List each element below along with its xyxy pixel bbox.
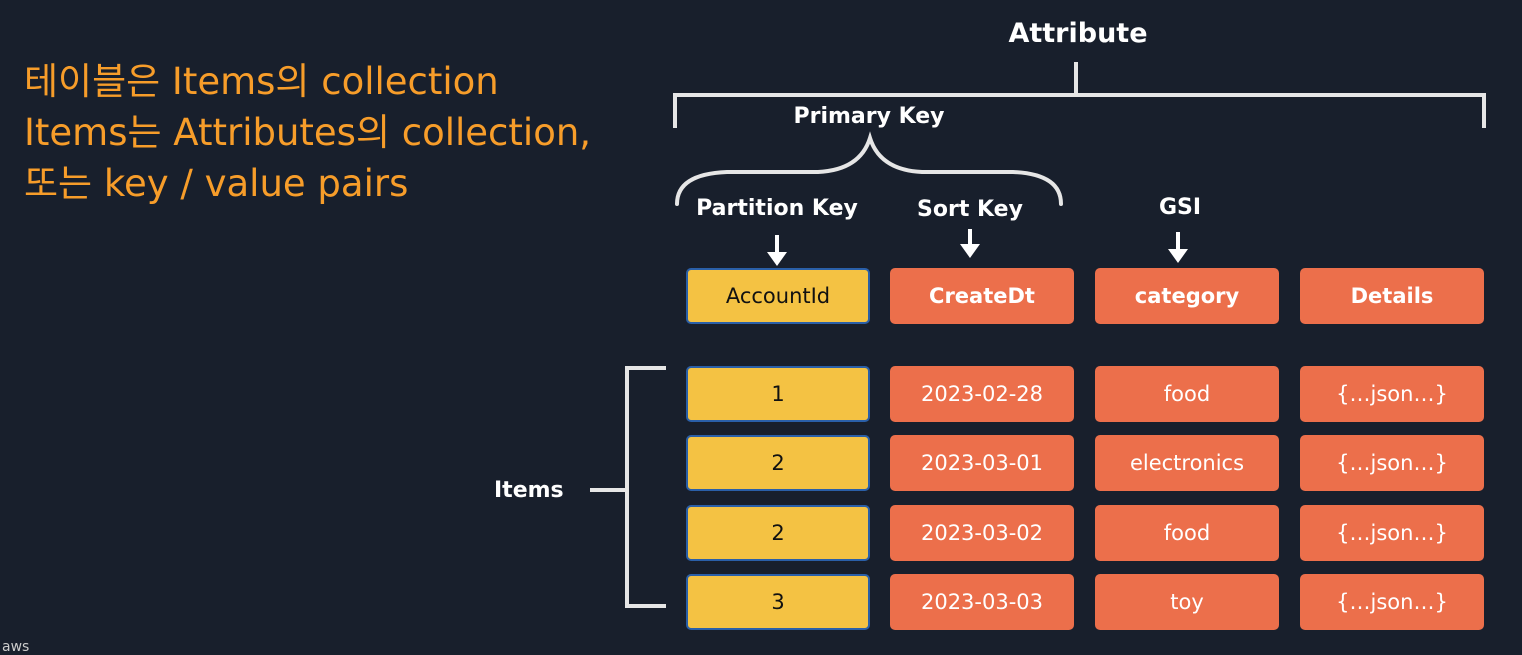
intro-line-2: Items는 Attributes의 collection, bbox=[24, 111, 592, 154]
item-cell-account-id: 1 bbox=[686, 366, 870, 422]
items-label: Items bbox=[494, 478, 564, 503]
column-header-category: category bbox=[1095, 268, 1279, 324]
column-header-details: Details bbox=[1300, 268, 1484, 324]
gsi-arrow bbox=[1168, 232, 1188, 263]
column-header-create-dt: CreateDt bbox=[890, 268, 1074, 324]
item-cell-create-dt: 2023-03-03 bbox=[890, 574, 1074, 630]
column-header-account-id: AccountId bbox=[686, 268, 870, 324]
primary-key-brace bbox=[675, 131, 1063, 206]
item-cell-account-id: 2 bbox=[686, 505, 870, 561]
item-cell-details: {…json…} bbox=[1300, 574, 1484, 630]
partition-key-arrow bbox=[767, 235, 787, 266]
intro-line-1: 테이블은 Items의 collection bbox=[24, 60, 499, 103]
items-bracket bbox=[590, 366, 666, 608]
item-cell-create-dt: 2023-02-28 bbox=[890, 366, 1074, 422]
attribute-bracket bbox=[673, 62, 1486, 128]
item-cell-details: {…json…} bbox=[1300, 366, 1484, 422]
primary-key-label: Primary Key bbox=[793, 104, 945, 129]
sort-key-label: Sort Key bbox=[917, 197, 1023, 222]
attribute-label: Attribute bbox=[1008, 18, 1148, 49]
item-cell-account-id: 2 bbox=[686, 435, 870, 491]
partition-key-label: Partition Key bbox=[696, 196, 858, 221]
aws-watermark: aws bbox=[2, 639, 30, 655]
item-cell-category: toy bbox=[1095, 574, 1279, 630]
item-cell-category: food bbox=[1095, 366, 1279, 422]
item-cell-details: {…json…} bbox=[1300, 505, 1484, 561]
item-cell-category: electronics bbox=[1095, 435, 1279, 491]
gsi-label: GSI bbox=[1158, 195, 1202, 220]
intro-text: 테이블은 Items의 collection Items는 Attributes… bbox=[24, 56, 664, 209]
item-cell-create-dt: 2023-03-02 bbox=[890, 505, 1074, 561]
intro-line-3: 또는 key / value pairs bbox=[24, 162, 409, 205]
item-cell-create-dt: 2023-03-01 bbox=[890, 435, 1074, 491]
item-cell-details: {…json…} bbox=[1300, 435, 1484, 491]
sort-key-arrow bbox=[960, 229, 980, 258]
item-cell-category: food bbox=[1095, 505, 1279, 561]
item-cell-account-id: 3 bbox=[686, 574, 870, 630]
